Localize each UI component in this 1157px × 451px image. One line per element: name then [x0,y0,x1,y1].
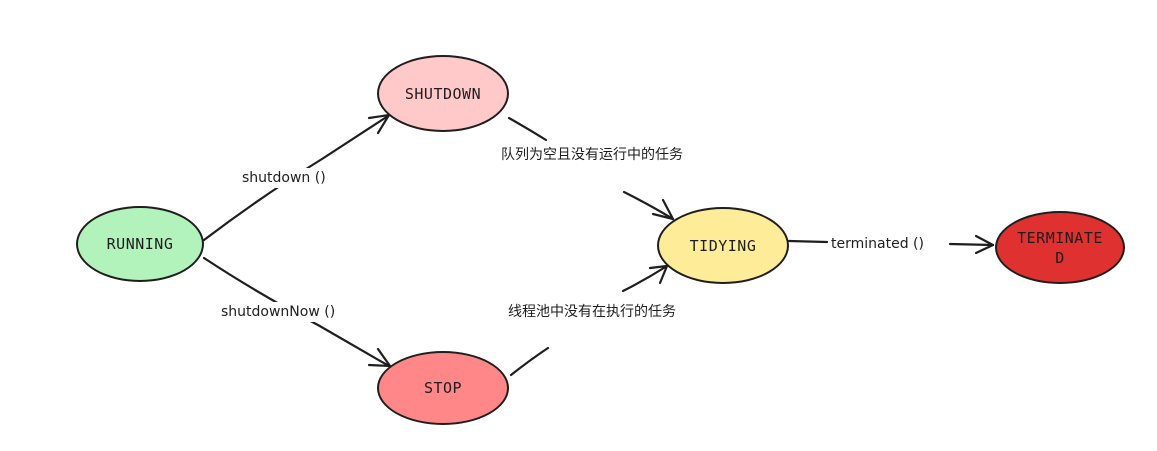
edge-label-shutdown: shutdown () [240,168,328,188]
edge-running-to-shutdown [202,114,390,242]
node-stop: STOP [377,351,509,425]
node-tidying-label: TIDYING [689,236,757,255]
node-running: RUNNING [76,206,204,282]
edge-stop-to-tidying [509,264,669,377]
edge-label-shutdownnow: shutdownNow () [219,302,338,322]
node-terminated: TERMINATED [995,211,1125,284]
edge-shutdown-to-tidying [507,116,675,221]
edge-label-terminated: terminated () [829,234,926,254]
edge-label-queue-empty: 队列为空且没有运行中的任务 [490,145,694,165]
node-shutdown: SHUTDOWN [377,55,509,132]
node-running-label: RUNNING [106,235,174,253]
edge-running-to-stop [202,256,391,368]
node-shutdown-label: SHUTDOWN [404,84,482,103]
edge-tidying-to-terminated [787,239,995,247]
arrowhead-terminated [974,234,995,255]
node-tidying: TIDYING [657,207,789,284]
node-terminated-label: TERMINATED [1017,228,1103,267]
edge-label-no-running-tasks: 线程池中没有在执行的任务 [490,302,694,322]
node-stop-label: STOP [423,379,463,397]
